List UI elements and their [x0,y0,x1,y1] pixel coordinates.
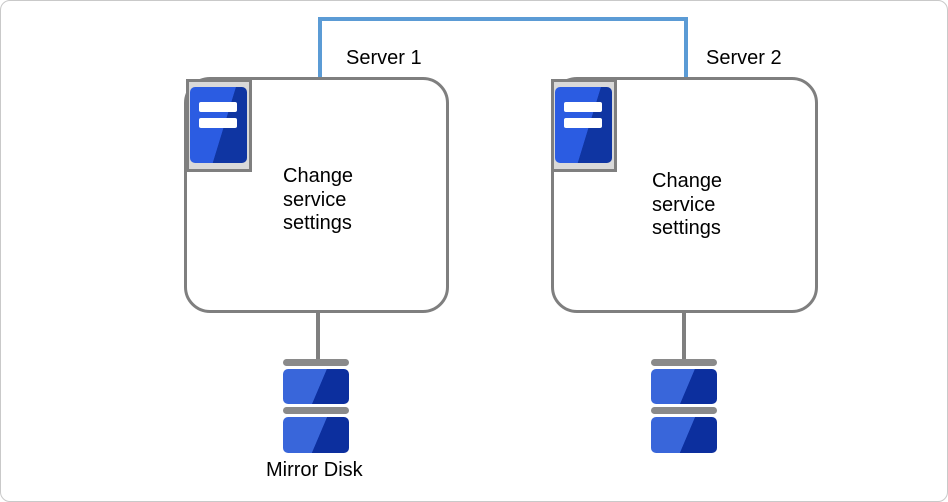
server-tower-icon [551,79,617,172]
server-tower-icon [186,79,252,172]
disk-platter [651,369,717,404]
disk-platter [283,369,349,404]
server-drive-slot [564,102,602,112]
disk-platter [283,417,349,453]
server1-label: Server 1 [346,47,422,69]
disk-separator-bar [283,407,349,414]
cluster-interconnect-line [318,17,688,77]
mirror-disk-icon [651,359,717,453]
disk-separator-bar [651,359,717,366]
server-drive-slot [199,118,237,128]
disk-platter [651,417,717,453]
server-drive-slot [199,102,237,112]
server2-label: Server 2 [706,47,782,69]
server2-disk-connector [682,313,686,360]
server-tower-body [555,87,612,163]
server1-disk-connector [316,313,320,360]
disk-separator-bar [283,359,349,366]
mirror-disk-icon [283,359,349,453]
server2-box-text: Change service settings [652,170,723,239]
server1-box-text: Change service settings [283,165,354,234]
disk-separator-bar [651,407,717,414]
server-tower-body [190,87,247,163]
server-drive-slot [564,118,602,128]
mirror-disk-label: Mirror Disk [266,459,363,481]
